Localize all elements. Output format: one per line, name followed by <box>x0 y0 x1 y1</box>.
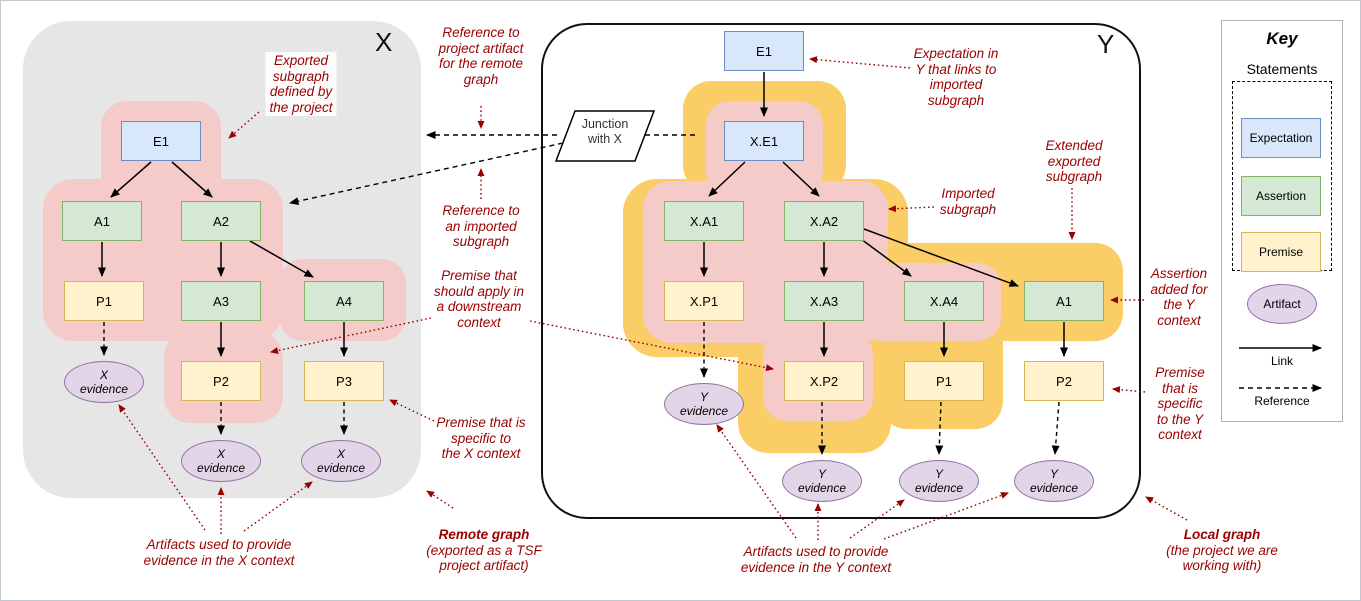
annotation-premise-y-context: Premise that is specific to the Y contex… <box>1155 365 1205 443</box>
local-graph-caption-title: Local graph <box>1183 527 1261 542</box>
annotation-premise-x-context: Premise that is specific to the X contex… <box>436 415 526 462</box>
y-node-p2: P2 <box>1024 361 1104 401</box>
annotation-extended-exported: Extended exported subgraph <box>1045 138 1103 185</box>
key-statements-label: Statements <box>1246 61 1318 77</box>
remote-graph-title: X <box>375 27 393 57</box>
local-graph-title: Y <box>1097 29 1115 59</box>
remote-graph-caption-title: Remote graph <box>438 527 530 542</box>
key-reference-label: Reference <box>1254 394 1310 408</box>
y-evidence-artifact: Y evidence <box>1014 460 1094 502</box>
y-evidence-artifact: Y evidence <box>899 460 979 502</box>
x-node-a2: A2 <box>181 201 261 241</box>
x-node-p3: P3 <box>304 361 384 401</box>
y-node-xp2: X.P2 <box>784 361 864 401</box>
junction-label: Junction with X <box>581 117 629 146</box>
annotation-reference-imported-subgraph: Reference to an imported subgraph <box>438 202 524 251</box>
x-node-a4: A4 <box>304 281 384 321</box>
y-node-xa1: X.A1 <box>664 201 744 241</box>
y-node-a1: A1 <box>1024 281 1104 321</box>
y-node-xp1: X.P1 <box>664 281 744 321</box>
annotation-imported-subgraph: Imported subgraph <box>939 186 997 217</box>
key-expectation-swatch: Expectation <box>1241 118 1321 158</box>
key-assertion-swatch: Assertion <box>1241 176 1321 216</box>
annotation-assertion-added-y: Assertion added for the Y context <box>1150 266 1208 328</box>
local-graph-caption-sub: (the project we are working with) <box>1166 542 1278 574</box>
remote-graph-caption-sub: (exported as a TSF project artifact) <box>426 542 542 574</box>
y-node-xa4: X.A4 <box>904 281 984 321</box>
x-node-p1: P1 <box>64 281 144 321</box>
key-link-label: Link <box>1270 354 1293 368</box>
y-node-e1: E1 <box>724 31 804 71</box>
key-premise-swatch: Premise <box>1241 232 1321 272</box>
y-evidence-artifact: Y evidence <box>782 460 862 502</box>
key-panel: Key Statements Expectation Assertion Pre… <box>1221 20 1343 422</box>
y-evidence-artifact: Y evidence <box>664 383 744 425</box>
annotation-remote-graph-caption: Remote graph(exported as a TSF project a… <box>426 527 542 574</box>
x-node-p2: P2 <box>181 361 261 401</box>
x-node-a3: A3 <box>181 281 261 321</box>
y-node-xa3: X.A3 <box>784 281 864 321</box>
key-title: Key <box>1266 29 1298 48</box>
annotation-expectation-y: Expectation in Y that links to imported … <box>913 46 999 108</box>
key-link-arrow <box>1239 344 1322 352</box>
x-evidence-artifact: X evidence <box>181 440 261 482</box>
y-node-xa2: X.A2 <box>784 201 864 241</box>
y-node-xe1: X.E1 <box>724 121 804 161</box>
x-node-a1: A1 <box>62 201 142 241</box>
annotation-local-graph-caption: Local graph(the project we are working w… <box>1166 527 1278 574</box>
y-node-p1: P1 <box>904 361 984 401</box>
key-artifact-swatch: Artifact <box>1247 284 1317 324</box>
annotation-premise-downstream: Premise that should apply in a downstrea… <box>433 268 525 330</box>
annotation-artifacts-y: Artifacts used to provide evidence in th… <box>740 544 892 575</box>
key-reference-arrow <box>1239 384 1322 392</box>
annotation-exported-subgraph: Exported subgraph defined by the project <box>265 52 337 117</box>
x-evidence-artifact: X evidence <box>301 440 381 482</box>
x-evidence-artifact: X evidence <box>64 361 144 403</box>
x-node-e1: E1 <box>121 121 201 161</box>
annotation-artifacts-x: Artifacts used to provide evidence in th… <box>143 537 295 568</box>
annotation-reference-project-artifact: Reference to project artifact for the re… <box>438 25 524 87</box>
